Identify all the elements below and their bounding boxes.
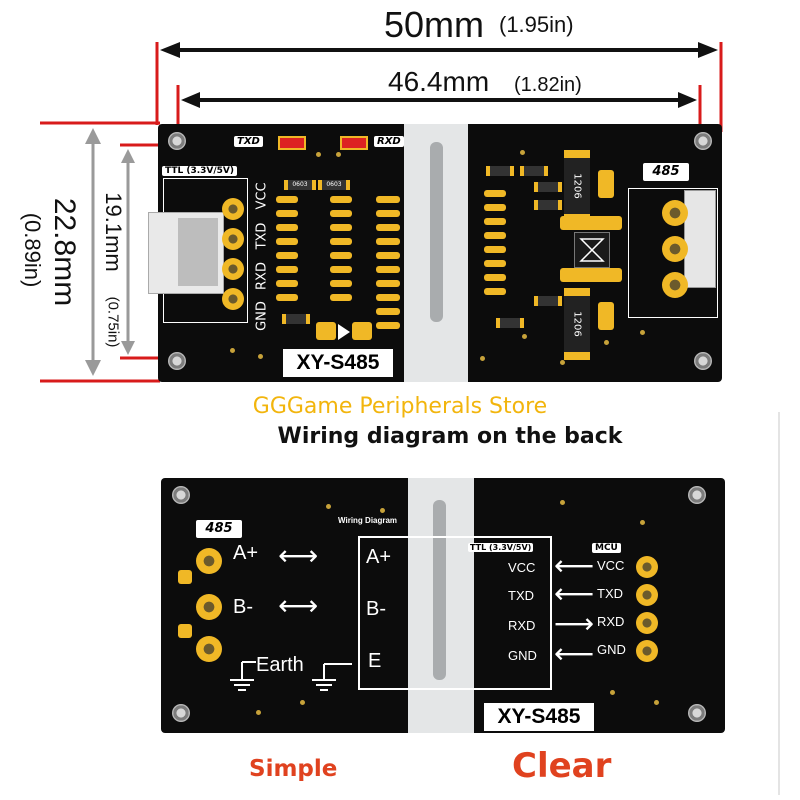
resistor-1206: 1206 (564, 288, 590, 360)
mount-hole (168, 352, 186, 370)
box-pin-b-minus: B- (366, 598, 386, 620)
ttl-pin-pad (222, 198, 244, 220)
txd-led-label: TXD (234, 136, 263, 147)
ttl-pin-pad (222, 258, 244, 280)
inner-width-label: 46.4mm (388, 66, 490, 97)
pin-label-vcc: VCC (254, 182, 270, 210)
chip-resistor: 0603 (318, 180, 350, 190)
terminal-pad (662, 272, 688, 298)
outer-width-label: 50mm (384, 4, 485, 45)
inner-height-inch-label: (0.75in) (104, 296, 122, 348)
ttl-pin-txd: TXD (508, 588, 534, 603)
mount-hole (172, 486, 190, 504)
a-plus-double-arrow: ⟷ (278, 539, 319, 572)
earth-pad (196, 636, 222, 662)
earth-label: Earth (256, 654, 304, 676)
terminal-pad (662, 236, 688, 262)
section-heading: Wiring diagram on the back (277, 424, 623, 449)
store-name: GGGame Peripherals Store (252, 394, 548, 419)
left-pin-a-plus: A+ (233, 542, 259, 564)
left-pin-b-minus: B- (233, 596, 253, 618)
ttl-pin-pad (222, 288, 244, 310)
inner-width-inch-label: (1.82in) (514, 74, 582, 96)
b-minus-pad (196, 594, 222, 620)
ttl-pin-pad (222, 228, 244, 250)
mount-hole (168, 132, 186, 150)
inner-height-label: 19.1mm (101, 192, 126, 272)
txd-arrow-left: ⟵ (554, 577, 595, 610)
caption-simple: Simple (249, 756, 338, 782)
resistor-1206: 1206 (564, 150, 590, 222)
earth-ground-symbols (230, 661, 352, 691)
bottom-board-slot (433, 500, 446, 680)
mount-hole (688, 486, 706, 504)
caption-clear: Clear (512, 746, 612, 786)
pin-label-gnd: GND (254, 301, 270, 331)
terminal-block (684, 190, 716, 288)
rxd-led-label: RXD (374, 136, 404, 147)
diode-symbol (338, 324, 350, 340)
mcu-pin-txd: TXD (597, 586, 623, 601)
mcu-pad (636, 556, 658, 578)
box-pin-e: E (368, 650, 382, 672)
box-pin-a-plus: A+ (366, 546, 392, 568)
outer-height-inch-label: (0.89in) (20, 212, 45, 288)
mount-hole (172, 704, 190, 722)
bottom-485-label: 485 (196, 520, 242, 538)
mount-hole (694, 352, 712, 370)
mcu-pin-rxd: RXD (597, 614, 625, 629)
bottom-board-title: XY-S485 (484, 703, 594, 731)
b-minus-double-arrow: ⟷ (278, 589, 319, 622)
chip-resistor (282, 314, 310, 324)
mcu-pad (636, 584, 658, 606)
top-board-slot (430, 142, 443, 322)
chip-resistor: 0603 (284, 180, 316, 190)
pin-label-rxd: RXD (254, 262, 270, 290)
terminal-outline (628, 188, 718, 318)
vcc-arrow-left: ⟵ (554, 549, 595, 582)
mount-hole (688, 704, 706, 722)
ttl-connector-pins (178, 218, 218, 286)
gnd-arrow-left: ⟵ (554, 637, 595, 670)
ttl-pin-gnd: GND (508, 648, 537, 663)
tvs-chip (574, 232, 610, 268)
wiring-box (358, 536, 552, 690)
mcu-label: MCU (592, 543, 621, 553)
top-485-label: 485 (643, 163, 689, 181)
wiring-diagram-title: Wiring Diagram (338, 516, 398, 525)
terminal-pad (662, 200, 688, 226)
ttl-pin-vcc: VCC (508, 560, 536, 575)
ttl-pin-rxd: RXD (508, 618, 536, 633)
bottom-ttl-label: TTL (3.3V/5V) (468, 543, 534, 552)
pin-label-txd: TXD (254, 222, 270, 250)
mcu-pad (636, 640, 658, 662)
mcu-pin-gnd: GND (597, 642, 626, 657)
rxd-arrow-right: ⟶ (554, 607, 595, 640)
a-plus-pad (196, 548, 222, 574)
mcu-pin-vcc: VCC (597, 558, 625, 573)
outer-height-label: 22.8mm (48, 197, 81, 307)
outer-width-inch-label: (1.95in) (499, 12, 574, 37)
mount-hole (694, 132, 712, 150)
txd-led (278, 136, 306, 150)
top-board-title: XY-S485 (283, 349, 393, 377)
rxd-led (340, 136, 368, 150)
mcu-pad (636, 612, 658, 634)
ttl-label: TTL (3.3V/5V) (162, 166, 238, 176)
